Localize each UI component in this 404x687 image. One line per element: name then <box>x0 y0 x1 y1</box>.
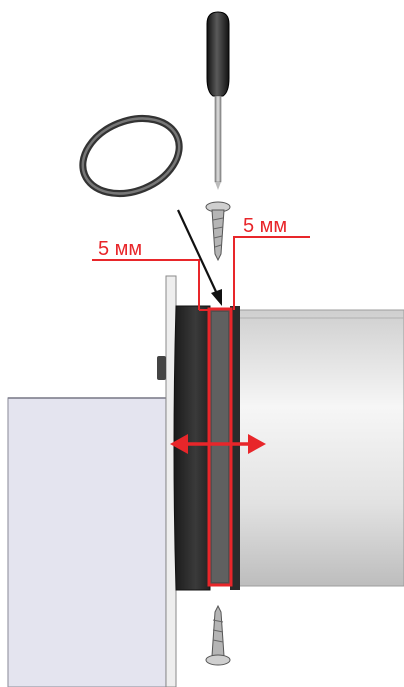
dimension-left: 5 мм <box>92 238 210 311</box>
screwdriver-icon <box>206 11 230 190</box>
horizontal-double-arrow <box>170 434 266 454</box>
dimension-right-label: 5 мм <box>243 215 287 237</box>
pipe <box>237 309 404 587</box>
gasket-highlight-box <box>207 307 233 587</box>
wall-panel <box>7 397 167 687</box>
gasket-ring <box>210 310 230 584</box>
screw-icon <box>205 604 231 666</box>
dimension-left-label: 5 мм <box>98 238 142 260</box>
pointer-arrow <box>177 209 222 306</box>
flange <box>173 305 240 591</box>
o-ring-gasket-icon <box>79 115 183 197</box>
dimension-right: 5 мм <box>233 215 310 310</box>
screw-icon <box>205 201 231 262</box>
